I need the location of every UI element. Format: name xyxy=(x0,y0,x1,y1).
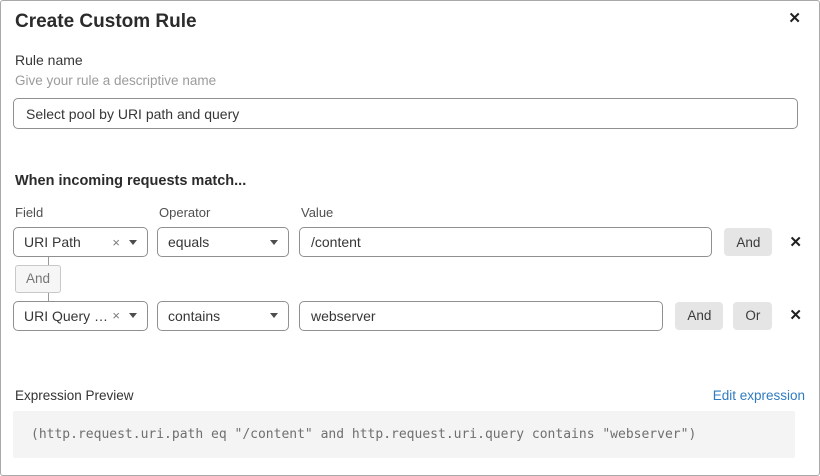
condition-connector: And xyxy=(13,257,807,301)
value-input[interactable] xyxy=(299,227,713,257)
field-select[interactable]: URI Path × xyxy=(13,227,148,257)
clear-icon[interactable]: × xyxy=(112,308,120,324)
delete-row-icon[interactable]: ✕ xyxy=(789,233,802,251)
field-select[interactable]: URI Query St... × xyxy=(13,300,148,331)
value-input[interactable] xyxy=(299,300,664,331)
chevron-down-icon xyxy=(129,239,137,245)
operator-select[interactable]: contains xyxy=(157,300,289,331)
chevron-down-icon xyxy=(270,313,278,319)
operator-select[interactable]: equals xyxy=(157,227,289,257)
expression-preview-header: Expression Preview Edit expression xyxy=(13,388,807,403)
close-icon[interactable]: ✕ xyxy=(788,10,801,27)
delete-row-icon[interactable]: ✕ xyxy=(789,307,802,325)
add-and-condition-button[interactable]: And xyxy=(675,301,724,330)
chevron-down-icon xyxy=(270,239,278,245)
expression-preview-label: Expression Preview xyxy=(15,387,134,403)
value-column-label: Value xyxy=(301,205,334,220)
rule-name-label: Rule name xyxy=(15,52,83,68)
and-connector-badge: And xyxy=(15,265,62,293)
add-or-condition-button[interactable]: Or xyxy=(733,301,773,330)
rule-name-input[interactable] xyxy=(13,98,798,129)
condition-row: URI Query St... × contains And Or ✕ xyxy=(13,300,807,331)
match-heading: When incoming requests match... xyxy=(15,173,247,189)
expression-preview-code: (http.request.uri.path eq "/content" and… xyxy=(13,410,795,458)
operator-column-label: Operator xyxy=(159,205,211,220)
field-select-value: URI Query St... xyxy=(24,307,113,324)
edit-expression-link[interactable]: Edit expression xyxy=(712,387,805,403)
page-title: Create Custom Rule xyxy=(15,11,197,32)
operator-select-value: contains xyxy=(168,307,221,324)
condition-row: URI Path × equals And ✕ xyxy=(13,227,807,257)
chevron-down-icon xyxy=(129,313,137,319)
field-column-label: Field xyxy=(15,205,44,220)
connector-line xyxy=(48,292,49,301)
add-and-condition-button[interactable]: And xyxy=(724,228,773,256)
connector-line xyxy=(48,257,49,265)
rule-name-hint: Give your rule a descriptive name xyxy=(15,73,217,88)
rule-name-section: Rule name Give your rule a descriptive n… xyxy=(13,52,807,129)
field-select-value: URI Path xyxy=(24,234,81,250)
condition-column-labels: Field Operator Value xyxy=(13,205,807,220)
operator-select-value: equals xyxy=(168,234,210,250)
clear-icon[interactable]: × xyxy=(112,234,120,250)
